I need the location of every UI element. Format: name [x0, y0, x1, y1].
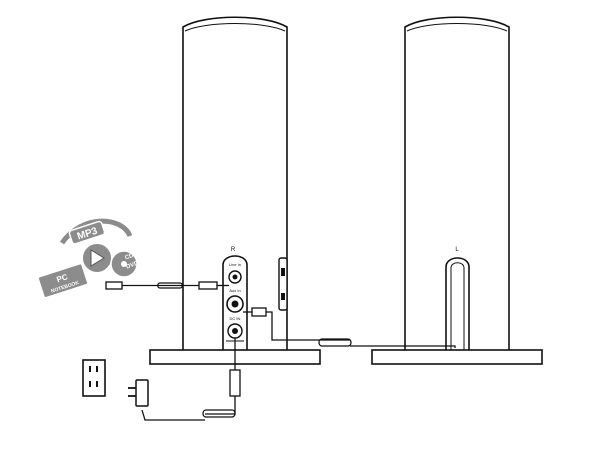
dc-in-label: DC IN [230, 316, 241, 321]
power-cable [141, 338, 241, 421]
power-adapter [128, 379, 149, 407]
audio-plug-line-in [198, 281, 218, 290]
cd-label: CD [124, 253, 135, 262]
aux-in-jack-hole [231, 300, 239, 308]
pc-notebook-badge: PC NOTEBOOK [37, 262, 89, 299]
left-speaker-body [404, 16, 510, 350]
link-plug [251, 307, 267, 317]
wall-outlet [82, 359, 106, 397]
left-speaker-label: L [455, 247, 459, 253]
left-speaker-top-edge [406, 23, 508, 32]
dc-plug [229, 369, 241, 397]
volume-control[interactable] [278, 257, 288, 311]
dc-in-jack-hole [232, 328, 238, 334]
right-speaker-top-edge [184, 23, 286, 32]
rear-panel-outline [222, 255, 248, 350]
left-speaker-input-panel [445, 257, 470, 350]
line-in-jack-hole [232, 274, 238, 280]
left-speaker-base [371, 349, 543, 365]
aux-in-label: Aux In [229, 288, 240, 293]
dvd-label: DVD [126, 260, 141, 270]
pc-label: PC [55, 272, 69, 284]
play-icon [90, 249, 105, 267]
mp3-badge: MP3 [68, 220, 106, 245]
speaker-link-cable [243, 307, 456, 348]
cd-dvd-badge: CD DVD [110, 250, 141, 278]
line-in-label: Line In [229, 262, 241, 267]
rear-input-panel: Line In Aux In DC IN [222, 255, 248, 350]
right-speaker: R Line In Aux In DC IN [149, 16, 321, 365]
audio-plug-source [105, 281, 123, 290]
audio-source-graphic: MP3 PC NOTEBOOK CD DVD [37, 218, 141, 299]
right-speaker-label: R [231, 247, 236, 253]
left-speaker: L [371, 16, 543, 365]
right-speaker-body [182, 16, 288, 350]
audio-cable [105, 281, 229, 290]
